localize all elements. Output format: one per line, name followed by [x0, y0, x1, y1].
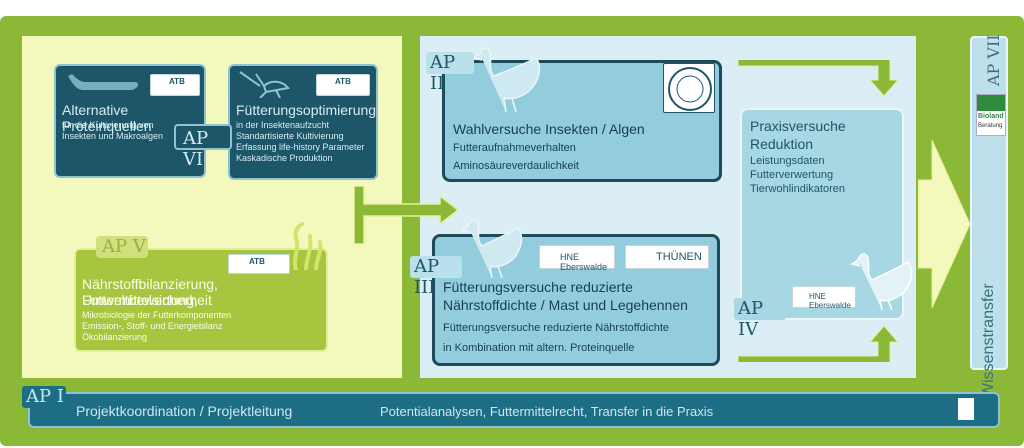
box-title: Nährstoffbilanzierung, Umweltbewertung, [82, 276, 218, 308]
box-title: Futtermittelsicherheit [82, 292, 212, 308]
box-text-3: Ökobilanzierung [82, 332, 148, 342]
knowledge-transfer-column: Wissenstransfer [970, 36, 1008, 398]
atb-logo: ATB [150, 74, 200, 96]
ap-iii-tag: AP III [410, 256, 462, 298]
connector-arrow-icon [738, 325, 900, 362]
box-text-2: Futterverwertung [750, 169, 834, 181]
chicken-icon [850, 253, 913, 311]
box-text-3: Tierwohlindikatoren [750, 183, 845, 195]
ap-ii-tag: AP II [426, 52, 474, 94]
box-text-1: Leistungsdaten [750, 155, 825, 167]
box-title: Nährstoffdichte / Mast und Legehennen [443, 297, 688, 313]
box-text-2: in Kombination mit altern. Proteinquelle [443, 342, 635, 354]
box-title: Wahlversuche Insekten / Algen [453, 121, 645, 137]
transfer-arrow-icon [354, 186, 458, 244]
vertical-label: Wissenstransfer [980, 283, 997, 398]
box-title: Alternative Proteinquellen [62, 102, 152, 134]
hne-eberswalde-logo: HNE Eberswalde [792, 286, 856, 310]
nutrient-balance-box: Nährstoffbilanzierung, Umweltbewertung, … [74, 222, 328, 352]
partner-logo [958, 398, 974, 420]
box-text-2: Standartisierte Kultivierung [236, 131, 344, 141]
algae-icon [292, 222, 323, 270]
university-seal-logo [663, 63, 715, 113]
box-text-2: Aminosäureverdaulichkeit [453, 160, 579, 172]
box-text-1: für die Kultivierung von [62, 120, 154, 130]
ap-iv-tag: AP IV [734, 298, 786, 340]
ap-v-tag: AP V [96, 236, 148, 258]
box-title: Fütterungsoptimierung [236, 102, 377, 118]
box-title: Praxisversuche [750, 118, 846, 134]
bar-title: Projektkoordination / Projektleitung [76, 403, 293, 419]
hne-eberswalde-logo: HNE Eberswalde [539, 245, 615, 272]
box-text-2: Insekten und Makroalgen [62, 131, 164, 141]
box-text-1: Futteraufnahmeverhalten [453, 142, 576, 154]
knowledge-transfer-arrow-icon [918, 140, 970, 308]
box-text-1: Mikrobiologie der Futterkomponenten [82, 310, 232, 320]
choice-trials-box: Wahlversuche Insekten / Algen Futteraufn… [442, 60, 722, 182]
box-text-1: in der Insektenaufzucht [236, 120, 330, 130]
alternative-protein-box: ATB Alternative Proteinquellen für die K… [54, 64, 206, 178]
ap-vi-tag: AP VI [174, 124, 232, 170]
box-text-1: Fütterungsversuche reduzierte Nährstoffd… [443, 322, 670, 334]
connector-arrow-icon [738, 60, 900, 97]
atb-logo: ATB [228, 254, 290, 274]
box-title: Fütterungsversuche reduzierte [443, 279, 633, 295]
thuenen-logo: THÜNEN [625, 245, 709, 269]
project-coordination-bar: Projektkoordination / Projektleitung Pot… [28, 392, 1000, 428]
box-text-2: Emission-, Stoff- und Energiebilanz [82, 321, 223, 331]
bar-text: Potentialanalysen, Futtermittelrecht, Tr… [380, 404, 714, 419]
box-text-3: Erfassung life-history Parameter [236, 142, 365, 152]
box-text-4: Kaskadische Produktion [236, 153, 333, 163]
chicken-icon [460, 219, 523, 279]
atb-logo: ATB [316, 74, 370, 96]
ap-vii-tag: AP VII [984, 34, 1006, 90]
feeding-optimization-box: ATB Fütterungsoptimierung in der Insekte… [228, 64, 378, 180]
chicken-icon [472, 47, 541, 113]
bioland-logo: Bioland Beratung [976, 94, 1006, 136]
ap-i-tag: AP I [22, 386, 66, 408]
box-title: Reduktion [750, 136, 814, 152]
feeding-trials-box: HNE Eberswalde THÜNEN Fütterungsversuche… [432, 234, 720, 366]
cricket-icon [239, 71, 290, 98]
larva-icon [68, 74, 139, 90]
